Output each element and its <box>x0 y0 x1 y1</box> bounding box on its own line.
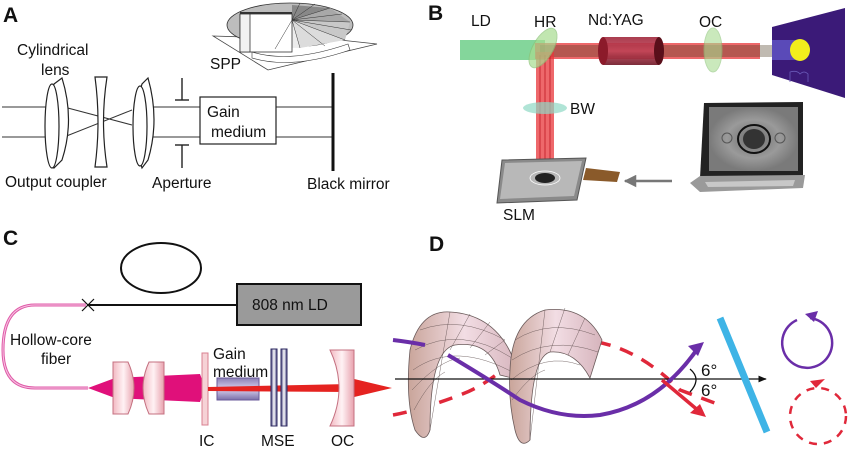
oc-mirror-c <box>329 349 355 427</box>
beam-spot <box>790 39 810 61</box>
ic-mirror <box>201 352 209 426</box>
cylindrical-lens-2 <box>132 76 155 170</box>
purple-rotation-arrow <box>805 311 818 322</box>
panel-label-b: B <box>428 2 443 25</box>
fiber-loop <box>120 242 202 294</box>
aperture <box>175 78 189 168</box>
panel-label-d: D <box>429 233 444 256</box>
laptop <box>690 102 805 192</box>
fiber-highlight <box>2 304 88 389</box>
helical-wavefront-2 <box>509 307 603 444</box>
ndyag-crystal <box>598 37 664 65</box>
gain-label-c-2: medium <box>213 364 268 381</box>
ld-808-box <box>236 283 362 326</box>
cylindrical-lens-label-2: lens <box>41 62 70 79</box>
purple-helix <box>392 338 702 418</box>
ld-808-label: 808 nm LD <box>252 297 328 314</box>
gain-label-a-2: medium <box>211 124 266 141</box>
ndyag-label: Nd:YAG <box>588 12 644 29</box>
output-mirror-d <box>716 316 771 434</box>
projection-screen <box>772 8 845 98</box>
laser-beam-c <box>208 378 392 398</box>
oc-label-b: OC <box>699 14 722 31</box>
gain-label-c-1: Gain <box>213 346 246 363</box>
mse-plate-2 <box>280 348 288 427</box>
bw-element <box>523 102 567 114</box>
beam-streaks <box>539 55 551 178</box>
red-arrow-diverging <box>660 378 702 414</box>
oc-label-c: OC <box>331 433 354 450</box>
red-arrowhead <box>690 404 706 417</box>
angle-label-up: 6° <box>701 361 717 380</box>
gain-label-a-1: Gain <box>207 104 240 121</box>
pump-beam <box>460 40 545 60</box>
ic-label: IC <box>199 433 215 450</box>
bw-label: BW <box>570 101 595 118</box>
slm-device <box>496 157 620 204</box>
coupling-lens-1 <box>112 361 135 415</box>
hr-label: HR <box>534 14 556 31</box>
spiral-phase-plate <box>211 2 378 71</box>
coupling-lens-2 <box>142 361 165 415</box>
panel-a: A <box>2 2 390 193</box>
purple-arrowhead <box>688 342 704 356</box>
hr-mirror <box>528 27 558 69</box>
red-rotation-arrow <box>810 379 825 388</box>
panel-c: C 808 nm LD Hollow-core fiber Gain <box>1 227 392 450</box>
panel-b: B <box>428 2 845 224</box>
cylindrical-lens-1 <box>44 77 70 170</box>
gain-medium-box-a <box>199 96 277 145</box>
ld-label-b: LD <box>471 13 491 30</box>
splice-mark <box>81 298 95 312</box>
panel-label-c: C <box>3 227 18 250</box>
spp-label: SPP <box>210 56 241 73</box>
panel-d: D <box>392 233 848 446</box>
concave-lens <box>94 76 108 168</box>
slm-label: SLM <box>503 207 535 224</box>
cylindrical-lens-label-1: Cylindrical <box>17 42 89 59</box>
mse-plate-1 <box>270 348 278 427</box>
output-coupler-label: Output coupler <box>5 174 107 191</box>
oc-mirror-b <box>703 27 723 73</box>
purple-rotation-circle <box>780 316 834 370</box>
black-mirror-label: Black mirror <box>307 176 390 193</box>
fiber-label-1: Hollow-core <box>10 332 92 349</box>
angle-arc <box>689 368 697 393</box>
angle-label-down: 6° <box>701 381 717 400</box>
aperture-label: Aperture <box>152 175 211 192</box>
red-dashed-circle <box>788 386 848 446</box>
helical-wavefront-1 <box>407 311 521 438</box>
fiber-label-2: fiber <box>41 351 71 368</box>
mse-label: MSE <box>261 433 295 450</box>
panel-label-a: A <box>3 4 18 27</box>
